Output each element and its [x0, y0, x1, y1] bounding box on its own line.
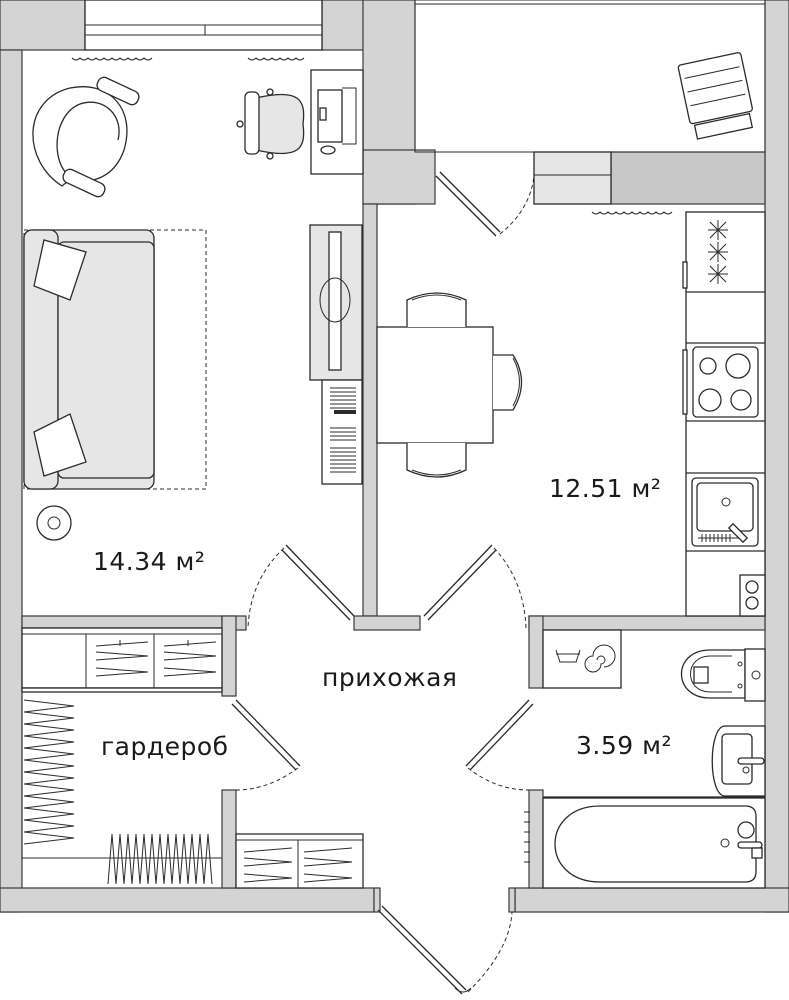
bathtub: [524, 797, 766, 889]
kitchen-counter: [682, 211, 766, 617]
radiator-living-1: [71, 57, 153, 61]
wardrobe-label: гардероб: [101, 732, 229, 761]
desk: [310, 69, 364, 175]
kitchen-area: 12.51 м²: [549, 474, 661, 503]
hallway-label: прихожая: [322, 663, 457, 692]
tv-unit: [309, 224, 363, 381]
bathroom-area: 3.59 м²: [576, 731, 672, 760]
closet-hangers-bottom: [107, 833, 213, 885]
balcony-door: [435, 171, 535, 237]
closet-shelves: [21, 627, 223, 693]
washing-machine: [542, 629, 622, 689]
bookshelf: [321, 379, 363, 485]
toilet: [680, 648, 766, 702]
window-top: [84, 0, 323, 51]
living-room-door: [247, 544, 355, 629]
armchair: [32, 76, 140, 198]
floor-lamp: [36, 505, 72, 541]
balcony: [414, 0, 766, 205]
kitchen-door: [423, 544, 527, 629]
desk-chair: [236, 88, 305, 160]
sofa: [23, 229, 207, 490]
radiator-living-2: [247, 57, 305, 61]
dining-table: [376, 292, 523, 478]
hallway-cabinet: [235, 833, 364, 889]
entrance-door: [373, 887, 516, 995]
wardrobe-door: [231, 699, 301, 791]
bathroom-sink: [711, 725, 766, 797]
walls: [0, 0, 789, 913]
radiator-kitchen: [591, 211, 673, 215]
living-room-area: 14.34 м²: [93, 547, 205, 576]
bathroom-door: [465, 699, 534, 791]
